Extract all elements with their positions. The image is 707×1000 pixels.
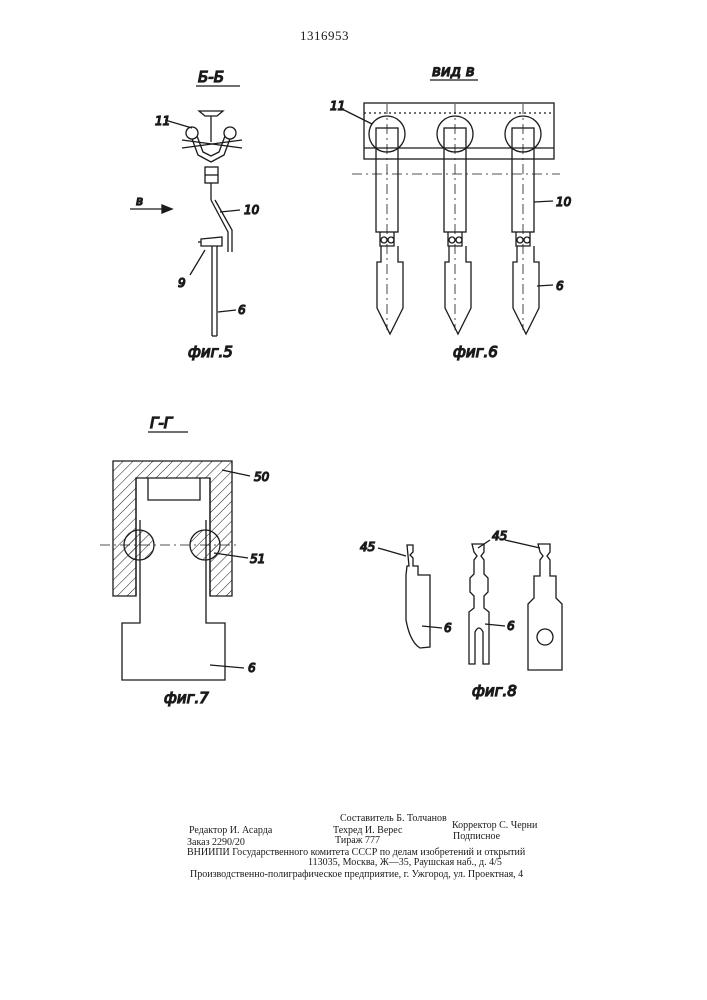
fig5-label-11: 11: [155, 114, 170, 128]
figure-5: Б-Б: [130, 68, 242, 336]
fig5-label-v: в: [136, 194, 143, 208]
fig7-section-label: Г-Г: [150, 414, 174, 432]
fig6-holder-2: [437, 104, 473, 334]
fig6-holder-3: [505, 104, 541, 334]
colophon-editor: Редактор И. Асарда: [189, 825, 272, 836]
fig8-label-45-left: 45: [360, 540, 375, 554]
figure-8: [378, 540, 562, 670]
fig6-label-11: 11: [330, 99, 345, 113]
fig7-label-51: 51: [250, 552, 265, 566]
fig5-label-6: 6: [238, 303, 246, 317]
colophon-printer: Производственно-полиграфическое предприя…: [190, 869, 523, 880]
figure-6: вид в: [340, 62, 560, 334]
fig6-label-10: 10: [556, 195, 572, 209]
fig6-view-label: вид в: [432, 62, 475, 80]
fig5-section-label: Б-Б: [198, 68, 224, 86]
fig6-holder-1: [369, 104, 405, 334]
colophon-compiler: Составитель Б. Толчанов: [340, 813, 447, 824]
colophon-subscription: Подписное: [453, 831, 500, 842]
fig6-label-6: 6: [556, 279, 564, 293]
fig6-caption: фиг.6: [453, 343, 498, 361]
fig5-label-10: 10: [244, 203, 260, 217]
fig8-label-45-right: 45: [492, 529, 507, 543]
fig7-label-50: 50: [254, 470, 270, 484]
colophon-corrector: Корректор С. Черни: [452, 820, 537, 831]
fig7-caption: фиг.7: [164, 689, 209, 707]
fig8-label-6-left: 6: [444, 621, 452, 635]
fig5-caption: фиг.5: [188, 343, 233, 361]
fig5-label-9: 9: [178, 276, 186, 290]
colophon-address: 113035, Москва, Ж—35, Раушская наб., д. …: [308, 857, 502, 868]
fig8-caption: фиг.8: [472, 682, 517, 700]
colophon-circulation: Тираж 777: [335, 835, 380, 846]
figure-7: Г-Г: [100, 414, 250, 680]
fig8-label-6-right: 6: [507, 619, 515, 633]
fig7-label-6: 6: [248, 661, 256, 675]
